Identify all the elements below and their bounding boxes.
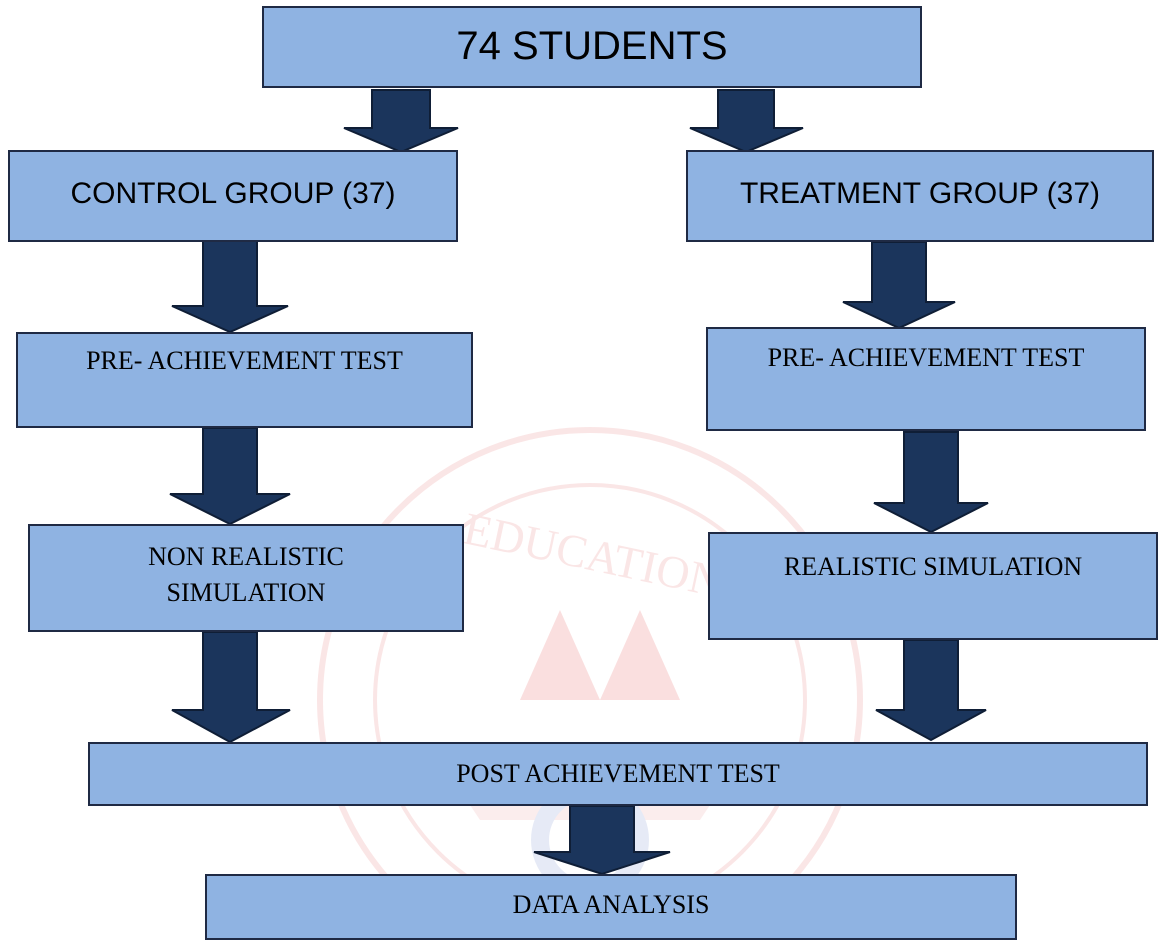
arrow-down-icon — [171, 631, 291, 744]
box-label: REALISTIC SIMULATION — [783, 552, 1083, 581]
arrow-down-icon — [533, 805, 671, 876]
box-label: DATA ANALYSIS — [512, 890, 710, 919]
arrow-down-icon — [169, 427, 291, 526]
box-label: PRE- ACHIEVEMENT TEST — [767, 343, 1085, 372]
box-label: POST ACHIEVEMENT TEST — [456, 759, 780, 788]
box-label-line1: NON REALISTIC — [148, 542, 344, 571]
box-data-analysis: DATA ANALYSIS — [205, 874, 1017, 940]
box-74-students: 74 STUDENTS — [262, 6, 922, 88]
box-treatment-group: TREATMENT GROUP (37) — [686, 150, 1154, 242]
box-label: 74 STUDENTS — [456, 24, 728, 68]
box-label-line2: SIMULATION — [166, 578, 326, 607]
box-control-group: CONTROL GROUP (37) — [8, 150, 458, 242]
box-realistic-simulation: REALISTIC SIMULATION — [708, 532, 1158, 640]
arrow-down-icon — [873, 431, 989, 534]
arrow-down-icon — [689, 89, 804, 154]
box-control-pretest: PRE- ACHIEVEMENT TEST — [16, 332, 473, 428]
box-label: PRE- ACHIEVEMENT TEST — [86, 346, 403, 375]
arrow-down-icon — [842, 241, 956, 330]
arrow-down-icon — [875, 639, 987, 742]
box-non-realistic-simulation: NON REALISTIC SIMULATION — [28, 524, 464, 632]
box-post-achievement-test: POST ACHIEVEMENT TEST — [88, 742, 1148, 806]
box-treatment-pretest: PRE- ACHIEVEMENT TEST — [706, 327, 1146, 431]
arrow-down-icon — [171, 239, 289, 334]
box-label: TREATMENT GROUP (37) — [739, 177, 1101, 210]
arrow-down-icon — [343, 89, 459, 154]
box-label: CONTROL GROUP (37) — [70, 177, 396, 210]
